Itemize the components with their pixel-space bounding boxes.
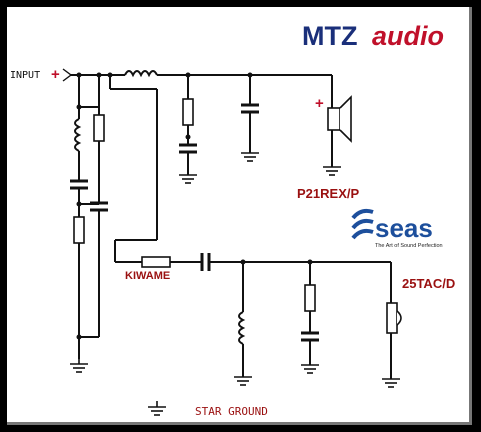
crossover-schematic: MTZ audio seas The Art of Sound Perfecti… <box>10 21 455 418</box>
resistor-note-label: KIWAME <box>125 270 170 282</box>
star-ground-icon <box>148 401 166 416</box>
woofer-speaker <box>323 95 352 176</box>
speaker-icon <box>327 107 341 131</box>
resistor-icon <box>141 256 171 268</box>
seas-logo: seas The Art of Sound Perfection <box>351 208 443 249</box>
mtz-logo-text: MTZ <box>302 21 357 51</box>
ground-icon <box>70 359 88 373</box>
resistor-icon <box>182 98 194 126</box>
star-ground-label: STAR GROUND <box>195 405 268 418</box>
input-notch-branch-left <box>70 75 88 359</box>
woofer-plus-label: + <box>315 95 324 112</box>
seas-tagline: The Art of Sound Perfection <box>375 243 443 249</box>
tweeter-feed-wiring <box>109 75 392 303</box>
inductor-icon <box>238 311 246 345</box>
inductor-icon <box>74 118 82 152</box>
audio-logo-text: audio <box>372 21 444 51</box>
resistor-icon <box>73 216 85 244</box>
woofer-zobel-branch <box>179 75 197 184</box>
input-plus-label: + <box>51 66 60 83</box>
inductor-icon <box>124 70 158 78</box>
input-notch-branch-right <box>79 75 108 338</box>
tweeter-zobel-branch <box>301 262 319 374</box>
input-label: INPUT <box>10 70 40 81</box>
tweeter-model-label: 25TAC/D <box>402 276 455 291</box>
tweeter-shunt-inductor-branch <box>234 262 252 386</box>
seas-logo-text: seas <box>375 213 433 243</box>
schematic-canvas: MTZ audio seas The Art of Sound Perfecti… <box>7 7 472 425</box>
speaker-icon <box>386 302 398 334</box>
woofer-model-label: P21REX/P <box>297 186 359 201</box>
input-terminal <box>62 68 73 82</box>
woofer-shunt-capacitor-branch <box>241 75 259 162</box>
tweeter-speaker <box>382 302 402 388</box>
resistor-icon <box>304 284 316 312</box>
resistor-icon <box>93 114 105 142</box>
